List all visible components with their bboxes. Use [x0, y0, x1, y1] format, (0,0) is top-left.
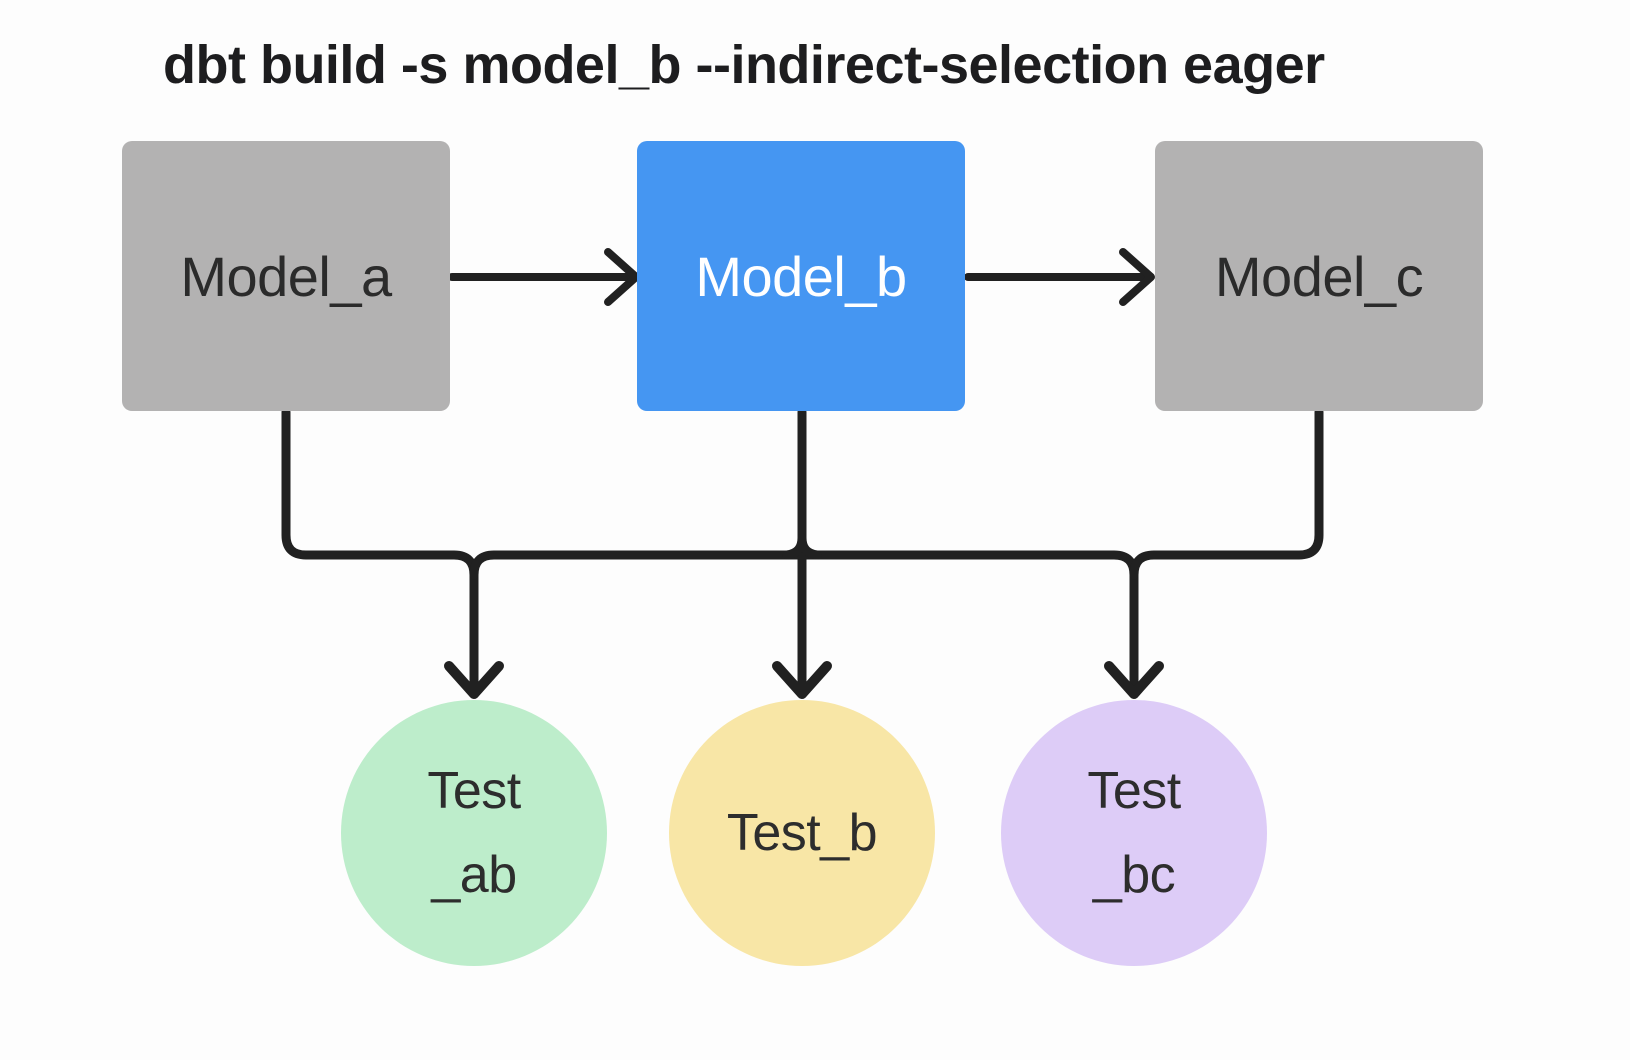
arrowhead-into-test-ab-icon — [444, 661, 504, 699]
node-test-ab-label-line2: _ab — [431, 846, 517, 904]
node-model-c: Model_c — [1155, 141, 1483, 411]
node-test-bc-label-line1: Test — [1087, 762, 1181, 820]
node-model-c-label: Model_c — [1214, 244, 1424, 308]
node-model-b-label: Model_b — [695, 244, 907, 308]
node-model-a-label: Model_a — [180, 244, 392, 308]
node-test-b-label-line1: Test_b — [726, 804, 878, 862]
node-test-ab-label-line1: Test — [427, 762, 521, 820]
node-test-bc: Test _bc — [1001, 700, 1267, 966]
node-test-b: Test_b — [669, 700, 935, 966]
arrowhead-into-model-b-icon — [604, 248, 640, 306]
node-model-a: Model_a — [122, 141, 450, 411]
arrowhead-into-test-bc-icon — [1104, 661, 1164, 699]
edge-model-c-to-test-bc — [1129, 407, 1324, 580]
edge-model-b-bus-fillets — [782, 533, 822, 560]
node-test-ab: Test _ab — [341, 700, 607, 966]
arrowhead-into-test-b-icon — [772, 661, 832, 699]
edge-model-a-to-test-ab — [281, 407, 479, 691]
node-test-bc-label-line2: _bc — [1092, 846, 1176, 904]
arrowhead-into-model-c-icon — [1119, 248, 1155, 306]
diagram-title: dbt build -s model_b --indirect-selectio… — [163, 35, 1325, 95]
edge-group — [281, 248, 1324, 699]
node-model-b: Model_b — [637, 141, 965, 411]
